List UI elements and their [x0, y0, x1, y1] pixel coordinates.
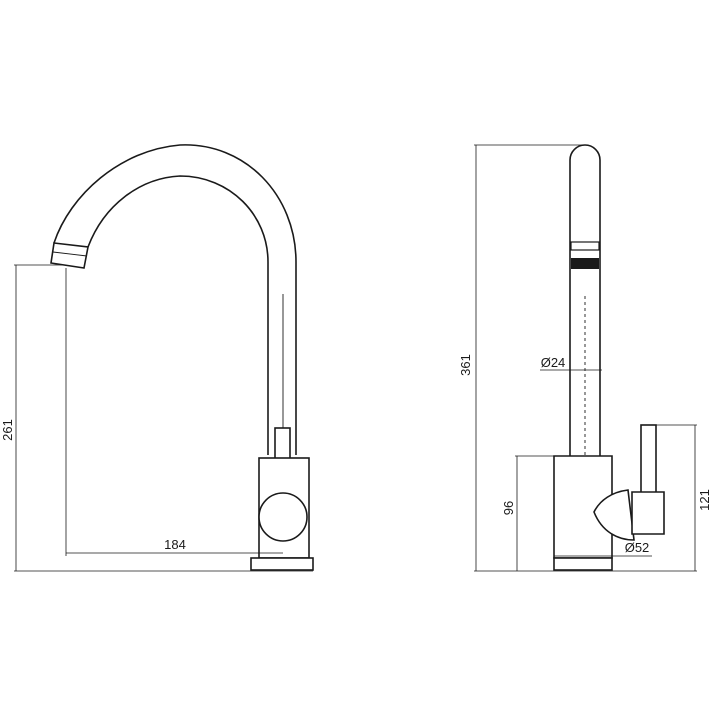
- side-view: 361 Ø24 96 Ø52 121: [458, 144, 712, 572]
- spout-aerator: [50, 242, 89, 269]
- front-view: 261 184: [0, 144, 314, 572]
- lever-height-dimension-label: 121: [697, 489, 712, 511]
- height-dimension-label: 261: [0, 419, 15, 441]
- aerator-outlet: [571, 258, 599, 269]
- spout-outer-arc: [53, 144, 297, 455]
- reach-dimension-label: 184: [164, 537, 186, 552]
- side-lever-head: [631, 491, 665, 535]
- mixer-knob: [258, 492, 308, 542]
- side-base-plate: [553, 557, 613, 571]
- side-knob-wedge: [593, 489, 635, 541]
- spout-inner-arc: [87, 175, 269, 455]
- base-plate: [250, 557, 314, 571]
- aerator-band: [52, 251, 88, 257]
- total-height-dimension-label: 361: [458, 354, 473, 376]
- body-diameter-label: Ø52: [625, 540, 650, 555]
- aerator-ring: [570, 241, 600, 251]
- spout-diameter-label: Ø24: [541, 355, 566, 370]
- side-lever-stem: [640, 424, 657, 498]
- body-height-dimension-label: 96: [501, 501, 516, 515]
